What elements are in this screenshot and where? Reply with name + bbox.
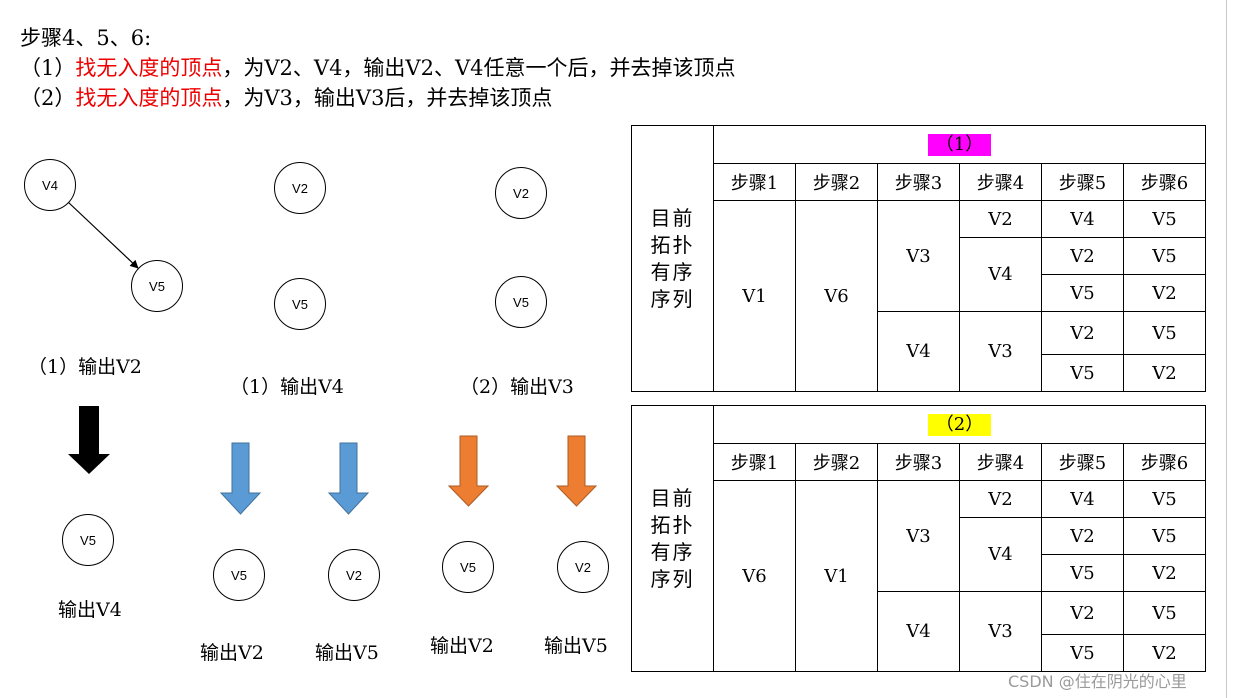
node-v5: V5 — [274, 278, 326, 330]
output-label: 输出V2 — [200, 642, 264, 664]
caption-output-v3: （2）输出V3 — [460, 376, 574, 398]
table-cell: V5 — [1041, 634, 1124, 672]
output-label: 输出V5 — [315, 642, 379, 664]
table-cell: V6 — [713, 480, 796, 672]
table-cell: V2 — [1041, 517, 1124, 555]
table-title-cell: （2） — [713, 405, 1206, 444]
node-v5: V5 — [213, 549, 265, 601]
rule-line-1: （1）找无入度的顶点，为V2、V4，输出V2、V4任意一个后，并去掉该顶点 — [20, 54, 735, 82]
table-cell: V5 — [1041, 554, 1124, 592]
rule-2-highlight: 找无入度的顶点 — [75, 86, 223, 110]
table-cell: V5 — [1123, 237, 1206, 275]
table-cell: V5 — [1041, 274, 1124, 312]
node-v5: V5 — [442, 541, 494, 593]
table-cell: V2 — [1123, 274, 1206, 312]
caption-output-v4: （1）输出V4 — [230, 376, 344, 398]
output-label: 输出V5 — [544, 635, 608, 657]
node-v5: V5 — [131, 260, 183, 312]
node-v2: V2 — [557, 541, 609, 593]
table-cell: V2 — [1041, 237, 1124, 275]
rule-1-text: ，为V2、V4，输出V2、V4任意一个后，并去掉该顶点 — [222, 56, 736, 80]
table-cell: V5 — [1123, 480, 1206, 518]
step-header: 步骤2 — [795, 443, 878, 481]
table-cell: V5 — [1123, 311, 1206, 355]
table-title: （1） — [927, 133, 992, 156]
row-label-cell: 目前拓扑有序序列 — [631, 125, 714, 392]
node-v2: V2 — [328, 549, 380, 601]
table-title-cell: （1） — [713, 125, 1206, 164]
table-cell: V6 — [795, 200, 878, 392]
table-cell: V4 — [1041, 200, 1124, 238]
table-cell: V2 — [1123, 634, 1206, 672]
rule-1-prefix: （1） — [20, 56, 76, 80]
table-cell: V2 — [959, 480, 1042, 518]
table-cell: V4 — [877, 311, 960, 392]
step-header: 步骤6 — [1123, 163, 1206, 201]
step-header: 步骤3 — [877, 443, 960, 481]
rule-1-highlight: 找无入度的顶点 — [75, 56, 223, 80]
topo-order-table-2: 目前拓扑有序序列 （2） 步骤1 步骤2 步骤3 步骤4 步骤5 步骤6 V6 … — [631, 405, 1206, 672]
row-label-cell: 目前拓扑有序序列 — [631, 405, 714, 672]
node-v5: V5 — [62, 514, 114, 566]
table-cell: V5 — [1041, 354, 1124, 392]
step-header: 步骤4 — [959, 443, 1042, 481]
node-v2: V2 — [495, 167, 547, 219]
rule-2-prefix: （2） — [20, 86, 76, 110]
steps-heading: 步骤4、5、6: — [20, 26, 152, 50]
table-cell: V4 — [1041, 480, 1124, 518]
step-header: 步骤1 — [713, 163, 796, 201]
rule-2-text: ，为V3，输出V3后，并去掉该顶点 — [222, 86, 553, 110]
node-v4: V4 — [24, 159, 76, 211]
table-cell: V5 — [1123, 200, 1206, 238]
table-cell: V1 — [795, 480, 878, 672]
table-cell: V2 — [1123, 554, 1206, 592]
step-header: 步骤5 — [1041, 163, 1124, 201]
output-label: 输出V4 — [58, 599, 122, 621]
table-cell: V5 — [1123, 591, 1206, 635]
table-cell: V3 — [877, 200, 960, 312]
rule-line-2: （2）找无入度的顶点，为V3，输出V3后，并去掉该顶点 — [20, 84, 552, 112]
table-cell: V2 — [959, 200, 1042, 238]
caption-output-v2: （1）输出V2 — [28, 356, 142, 378]
topo-order-table-1: 目前拓扑有序序列 （1） 步骤1 步骤2 步骤3 步骤4 步骤5 步骤6 V1 … — [631, 125, 1206, 392]
table-cell: V1 — [713, 200, 796, 392]
step-header: 步骤5 — [1041, 443, 1124, 481]
table-cell: V4 — [959, 517, 1042, 592]
table-cell: V3 — [877, 480, 960, 592]
table-cell: V3 — [959, 311, 1042, 392]
step-header: 步骤1 — [713, 443, 796, 481]
row-label: 目前拓扑有序序列 — [650, 205, 695, 311]
table-cell: V4 — [877, 591, 960, 672]
step-header: 步骤2 — [795, 163, 878, 201]
table-cell: V4 — [959, 237, 1042, 312]
output-label: 输出V2 — [430, 635, 494, 657]
table-cell: V2 — [1041, 311, 1124, 355]
table-cell: V5 — [1123, 517, 1206, 555]
watermark: CSDN @住在阴光的心里 — [1008, 672, 1187, 691]
step-header: 步骤3 — [877, 163, 960, 201]
table-cell: V3 — [959, 591, 1042, 672]
row-label: 目前拓扑有序序列 — [650, 485, 695, 591]
node-v2: V2 — [274, 162, 326, 214]
step-header: 步骤6 — [1123, 443, 1206, 481]
table-cell: V2 — [1041, 591, 1124, 635]
table-cell: V2 — [1123, 354, 1206, 392]
step-header: 步骤4 — [959, 163, 1042, 201]
node-v5: V5 — [495, 276, 547, 328]
table-title: （2） — [927, 413, 992, 436]
